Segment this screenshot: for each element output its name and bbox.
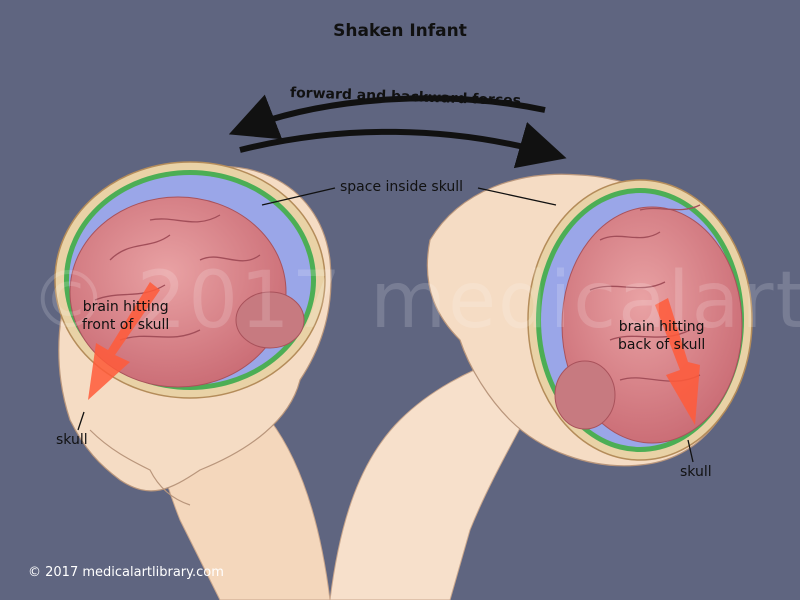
impact-arrow-front	[88, 282, 160, 400]
label-brain-front-line1: brain hitting	[82, 299, 169, 315]
copyright-credit: © 2017 medicalartlibrary.com	[28, 565, 224, 580]
label-brain-back-line1: brain hitting	[618, 319, 705, 335]
label-skull-left: skull	[56, 432, 88, 448]
label-space-inside-skull: space inside skull	[340, 179, 464, 195]
impact-arrow-back	[655, 298, 700, 425]
backward-force-arrow	[228, 94, 546, 140]
label-brain-back-line2: back of skull	[618, 337, 706, 353]
leader-skull-left	[77, 411, 85, 431]
diagram-title: Shaken Infant	[333, 21, 467, 41]
label-brain-front-line2: front of skull	[82, 317, 170, 333]
label-skull-right: skull	[680, 464, 712, 480]
label-brain-front: brain hitting front of skull	[82, 298, 169, 334]
label-brain-back: brain hitting back of skull	[618, 318, 705, 354]
forward-force-arrow	[239, 122, 567, 169]
leader-space-right	[477, 187, 557, 206]
leader-skull-right	[687, 439, 694, 463]
right-infant-body	[329, 359, 541, 600]
leader-space-left	[261, 187, 336, 206]
